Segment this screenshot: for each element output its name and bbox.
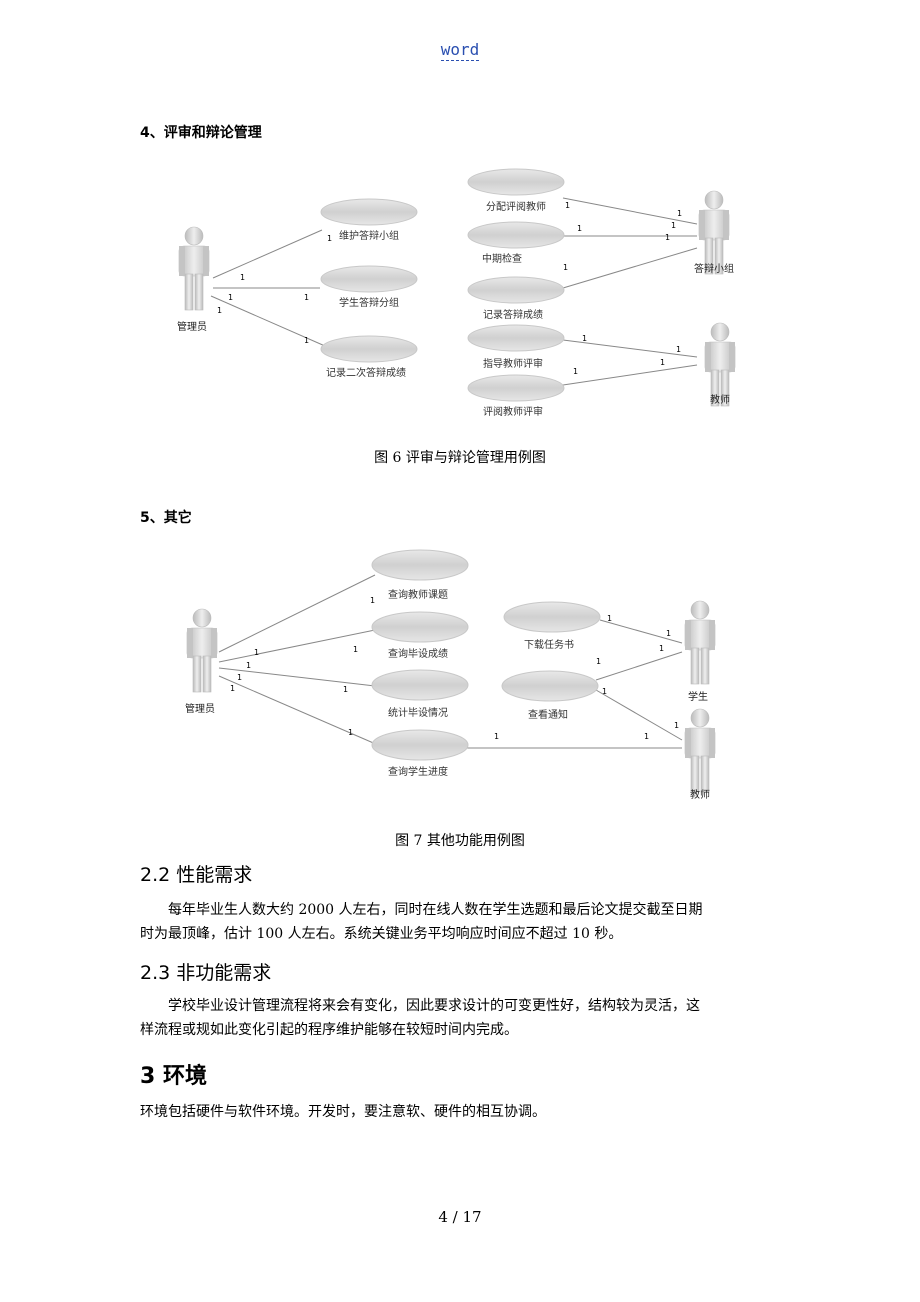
header-word-link[interactable]: word [440,40,480,61]
svg-text:1: 1 [246,661,251,670]
svg-text:1: 1 [228,293,233,302]
svg-text:1: 1 [666,629,671,638]
svg-text:下载任务书: 下载任务书 [524,638,574,651]
svg-text:中期检查: 中期检查 [482,252,522,265]
usecase: 查询教师课题 [371,549,469,601]
svg-text:1: 1 [582,334,587,343]
svg-text:记录二次答辩成绩: 记录二次答辩成绩 [326,366,406,379]
svg-text:1: 1 [563,263,568,272]
usecase: 下载任务书 [503,601,601,651]
actor-student: 学生 [684,600,716,703]
svg-text:1: 1 [596,657,601,666]
svg-text:1: 1 [348,728,353,737]
svg-text:1: 1 [660,358,665,367]
svg-text:维护答辩小组: 维护答辩小组 [339,229,399,242]
perf-heading: 2.2 性能需求 [140,864,253,886]
usecase: 中期检查 [467,221,565,265]
svg-text:答辩小组: 答辩小组 [694,262,734,275]
svg-text:记录答辩成绩: 记录答辩成绩 [483,308,543,321]
svg-text:1: 1 [577,224,582,233]
svg-text:1: 1 [659,644,664,653]
perf-line-2: 时为最顶峰，估计 100 人左右。系统关键业务平均响应时间应不超过 10 秒。 [140,926,623,942]
svg-text:分配评阅教师: 分配评阅教师 [486,200,546,213]
svg-text:1: 1 [573,367,578,376]
svg-text:教师: 教师 [710,393,730,406]
actor-defense-group: 答辩小组 [694,190,734,275]
svg-text:统计毕设情况: 统计毕设情况 [388,706,448,719]
svg-text:指导教师评审: 指导教师评审 [483,357,543,370]
figure7-caption: 图 7 其他功能用例图 [395,833,525,849]
env-heading: 3 环境 [140,1064,207,1089]
nonfunc-line-2: 样流程或规如此变化引起的程序维护能够在较短时间内完成。 [140,1022,518,1038]
svg-text:学生答辩分组: 学生答辩分组 [339,296,399,309]
svg-text:查看通知: 查看通知 [528,708,568,721]
usecase: 维护答辩小组 [320,198,418,242]
svg-text:1: 1 [665,233,670,242]
svg-text:1: 1 [217,306,222,315]
svg-text:学生: 学生 [688,690,708,703]
svg-text:评阅教师评审: 评阅教师评审 [483,405,543,418]
nonfunc-line-1: 学校毕业设计管理流程将来会有变化，因此要求设计的可变更性好，结构较为灵活，这 [168,998,700,1014]
usecase: 查看通知 [501,670,599,721]
actor-teacher: 教师 [704,322,736,407]
section4-heading: 4、评审和辩论管理 [140,125,262,141]
svg-text:1: 1 [240,273,245,282]
usecase: 查询学生进度 [371,729,469,778]
svg-text:管理员: 管理员 [177,320,207,333]
svg-text:管理员: 管理员 [185,702,215,715]
svg-text:1: 1 [254,648,259,657]
svg-text:1: 1 [602,687,607,696]
svg-text:查询教师课题: 查询教师课题 [388,588,448,601]
svg-text:1: 1 [304,293,309,302]
svg-text:1: 1 [343,685,348,694]
svg-text:1: 1 [674,721,679,730]
svg-text:1: 1 [237,673,242,682]
svg-text:1: 1 [677,209,682,218]
usecase: 记录二次答辩成绩 [320,335,418,379]
perf-paragraph: 每年毕业生人数大约 2000 人左右，同时在线人数在学生选题和最后论文提交截至日… [140,898,780,946]
usecase: 统计毕设情况 [371,669,469,719]
actor-teacher: 教师 [684,708,716,801]
usecase: 记录答辩成绩 [467,276,565,321]
svg-text:教师: 教师 [690,788,710,801]
svg-text:1: 1 [327,234,332,243]
usecase-diagram-7: 查询教师课题 查询毕设成绩 统计毕设情况 查询学生进度 下载任务书 查看通知 管… [185,549,716,801]
usecase: 指导教师评审 [467,324,565,370]
nonfunc-heading: 2.3 非功能需求 [140,962,272,984]
svg-text:1: 1 [353,645,358,654]
env-paragraph: 环境包括硬件与软件环境。开发时，要注意软、硬件的相互协调。 [140,1104,546,1120]
svg-text:1: 1 [607,614,612,623]
nonfunc-paragraph: 学校毕业设计管理流程将来会有变化，因此要求设计的可变更性好，结构较为灵活，这 样… [140,994,780,1042]
svg-text:查询毕设成绩: 查询毕设成绩 [388,647,448,660]
svg-text:1: 1 [565,201,570,210]
section5-heading: 5、其它 [140,510,192,526]
usecase: 评阅教师评审 [467,374,565,418]
actor-admin: 管理员 [185,608,218,715]
usecase-diagram-6: 维护答辩小组 学生答辩分组 记录二次答辩成绩 分配评阅教师 中期检查 记录答辩成… [177,168,736,418]
svg-text:1: 1 [370,596,375,605]
perf-line-1: 每年毕业生人数大约 2000 人左右，同时在线人数在学生选题和最后论文提交截至日… [168,902,703,918]
svg-text:1: 1 [676,345,681,354]
svg-text:1: 1 [644,732,649,741]
figure6-caption: 图 6 评审与辩论管理用例图 [374,450,546,466]
svg-text:1: 1 [230,684,235,693]
svg-text:查询学生进度: 查询学生进度 [388,765,448,778]
svg-text:1: 1 [671,221,676,230]
svg-text:1: 1 [304,336,309,345]
usecase: 分配评阅教师 [467,168,565,213]
svg-text:1: 1 [494,732,499,741]
usecase: 学生答辩分组 [320,265,418,309]
actor-admin: 管理员 [177,226,210,333]
page-number: 4 / 17 [438,1208,482,1226]
usecase: 查询毕设成绩 [371,611,469,660]
